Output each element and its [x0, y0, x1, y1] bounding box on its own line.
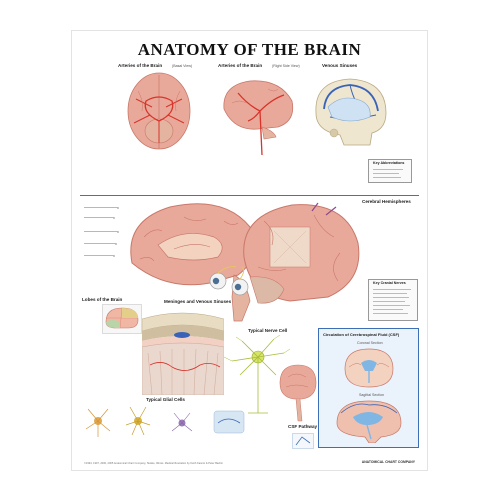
sagittal-section-caption: Sagittal Section	[359, 393, 384, 397]
coronal-section-caption: Coronal Section	[357, 341, 383, 345]
key-abbreviations-box: Key Abbreviations	[368, 159, 412, 183]
label-line	[84, 216, 115, 219]
csf-pathway-brain-illustration	[278, 363, 318, 423]
publisher-logo: ANATOMICAL CHART COMPANY	[361, 460, 415, 464]
cerebral-hemispheres-caption: Cerebral Hemispheres	[362, 199, 411, 204]
arteries-basal-illustration	[124, 71, 194, 153]
key-cranial-nerves-box: Key Cranial Nerves	[368, 279, 418, 321]
csf-circulation-panel: Circulation of Cerebrospinal Fluid (CSF)…	[318, 328, 419, 448]
section-divider	[80, 195, 419, 196]
label-line	[84, 254, 115, 257]
meninges-caption: Meninges and Venous Sinuses	[164, 299, 232, 304]
label-line	[84, 206, 119, 209]
coronal-section-illustration	[343, 347, 395, 389]
key-cranial-nerves-label: Key Cranial Nerves	[373, 281, 406, 285]
csf-pathway-caption: CSF Pathway	[288, 424, 318, 429]
copyright-footer: ©1994, 1997, 2000, 2005 Anatomical Chart…	[84, 462, 224, 465]
sagittal-section-illustration	[335, 399, 403, 443]
nerve-cell-illustration	[222, 335, 292, 415]
arteries-lateral-illustration	[218, 75, 298, 155]
csf-circulation-caption: Circulation of Cerebrospinal Fluid (CSF)	[323, 332, 400, 337]
arteries-lateral-subcaption: (Right Side View)	[272, 64, 300, 68]
label-line	[84, 242, 117, 245]
venous-sinuses-illustration	[310, 73, 390, 153]
arteries-base-caption: Arteries of the Brain	[118, 63, 163, 68]
arteries-lateral-caption: Arteries of the Brain	[218, 63, 263, 68]
key-abbreviations-label: Key Abbreviations	[373, 161, 405, 165]
cerebral-hemispheres-illustration	[114, 197, 364, 322]
label-line	[84, 230, 119, 233]
venous-sinuses-caption: Venous Sinuses	[322, 63, 358, 68]
arteries-base-subcaption: (Basal View)	[172, 64, 193, 68]
glial-cells-caption: Typical Glial Cells	[146, 397, 185, 402]
lobes-caption: Lobes of the Brain	[82, 297, 123, 302]
anatomy-poster: ANATOMY OF THE BRAIN Arteries of the Bra…	[72, 31, 427, 470]
csf-pathway-illustration	[292, 433, 314, 449]
poster-title: ANATOMY OF THE BRAIN	[137, 40, 362, 59]
lobes-illustration	[102, 304, 142, 334]
glial-cells-illustration	[86, 403, 262, 449]
nerve-cell-caption: Typical Nerve Cell	[248, 328, 288, 333]
meninges-illustration	[142, 309, 224, 395]
